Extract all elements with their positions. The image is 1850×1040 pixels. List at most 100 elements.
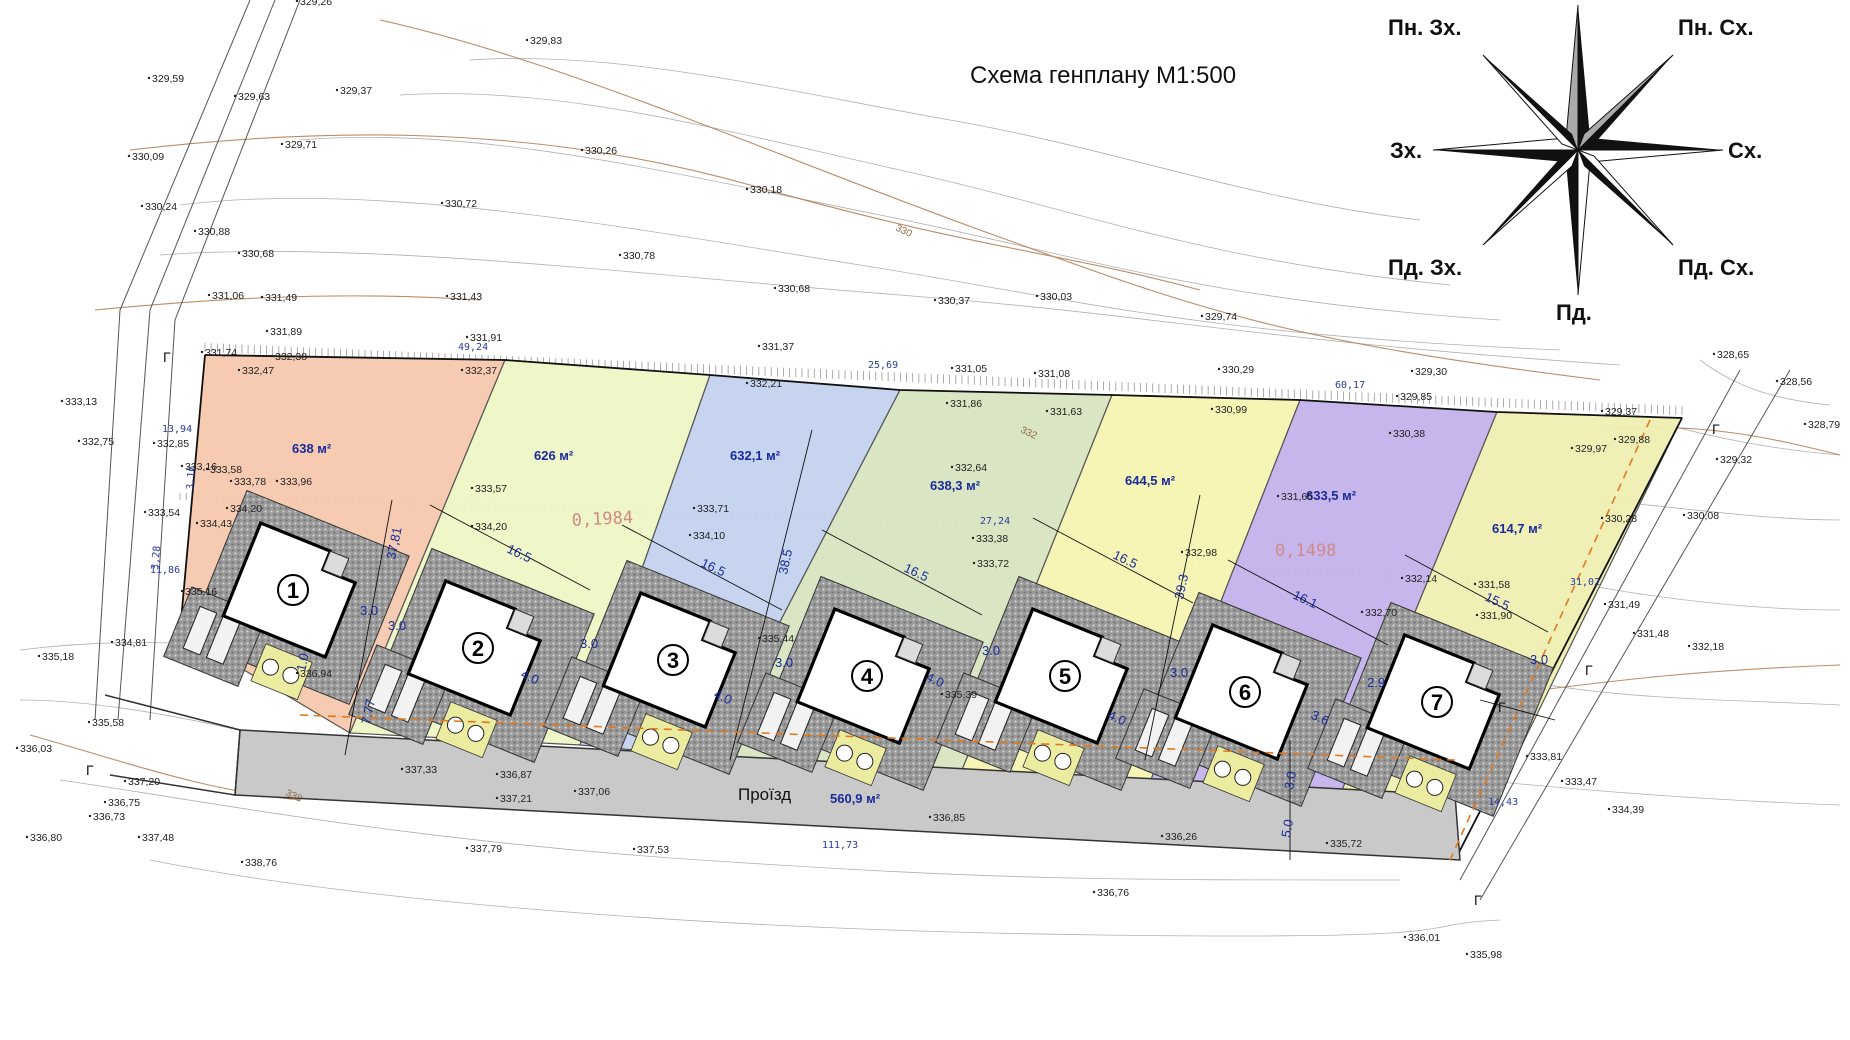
house-number: 7: [1431, 690, 1443, 715]
elevation-point: 329,26: [295, 0, 332, 8]
elevation-dot: [137, 835, 141, 839]
elevation-value: 336,80: [30, 832, 62, 844]
road-label: Проїзд: [738, 785, 791, 804]
elevation-point: 332,14: [1400, 573, 1437, 585]
elevation-point: 335,39: [940, 689, 977, 701]
compass-s: Пд.: [1556, 300, 1592, 325]
elevation-point: 332,64: [950, 462, 987, 474]
elevation-dot: [295, 0, 299, 3]
elevation-value: 331,89: [270, 326, 302, 338]
elevation-point: 333,54: [143, 507, 180, 519]
elevation-dot: [143, 510, 147, 514]
elevation-value: 328,65: [1717, 349, 1749, 361]
elevation-dot: [110, 640, 114, 644]
elevation-value: 331,49: [265, 292, 297, 304]
elevation-dot: [692, 506, 696, 510]
elevation-point: 335,58: [87, 717, 124, 729]
car-icon: [562, 675, 598, 726]
setback-dim: 2.9: [1367, 675, 1385, 690]
elevation-value: 333,78: [234, 476, 266, 488]
shrub-icon: [856, 752, 874, 770]
compass-sw: Пд. Зх.: [1388, 255, 1462, 280]
shrub-icon: [1405, 770, 1423, 788]
plot-7-area: 614,7 м²: [1492, 521, 1543, 536]
slope-label: 0,1498: [1275, 541, 1336, 561]
elevation-dot: [1632, 631, 1636, 635]
elevation-dot: [225, 506, 229, 510]
elevation-dot: [470, 524, 474, 528]
elevation-value: 329,74: [1205, 311, 1237, 323]
elevation-point: 328,79: [1803, 419, 1840, 431]
elevation-point: 331,89: [265, 326, 302, 338]
north-boundary: [204, 354, 1683, 419]
elevation-point: 329,74: [1200, 311, 1237, 323]
elevation-dot: [335, 88, 339, 92]
elevation-value: 331,74: [205, 347, 237, 359]
plot-1-area: 638 м²: [292, 441, 332, 456]
elevation-value: 330,99: [1215, 404, 1247, 416]
elevation-value: 330,78: [623, 250, 655, 262]
car-icon: [182, 605, 218, 656]
setback-dim: 3.6: [1309, 707, 1332, 728]
elevation-point: 333,13: [60, 396, 97, 408]
boundary-dim: 13,94: [162, 424, 192, 435]
elevation-point: 330,18: [745, 184, 782, 196]
house-number: 1: [287, 578, 299, 603]
house-1: 1: [163, 489, 410, 706]
elevation-point: 334,81: [110, 637, 147, 649]
boundary-dim: 11,86: [150, 565, 180, 576]
elevation-value: 336,75: [108, 797, 140, 809]
elevation-point: 330,99: [1210, 404, 1247, 416]
elevation-point: 330,26: [580, 145, 617, 157]
elevation-value: 333,58: [210, 464, 242, 476]
elevation-dot: [1712, 352, 1716, 356]
elevation-value: 333,13: [65, 396, 97, 408]
elevation-value: 336,26: [1165, 831, 1197, 843]
elevation-point: 337,79: [465, 843, 502, 855]
elevation-point: 328,56: [1775, 376, 1812, 388]
elevation-point: 331,49: [1603, 599, 1640, 611]
elevation-value: 335,39: [945, 689, 977, 701]
elevation-point: 329,32: [1715, 454, 1752, 466]
elevation-value: 331,91: [470, 332, 502, 344]
elevation-point: 330,68: [773, 283, 810, 295]
elevation-dot: [470, 486, 474, 490]
elevation-point: 331,90: [1475, 610, 1512, 622]
elevation-point: 330,29: [1217, 364, 1254, 376]
elevation-point: 337,48: [137, 832, 174, 844]
elevation-point: 331,05: [950, 363, 987, 375]
depth-dim: 37,81: [383, 526, 404, 561]
elevation-dot: [229, 479, 233, 483]
elevation-point: 329,63: [233, 91, 270, 103]
elevation-dot: [1217, 367, 1221, 371]
frontage-dim: 16.5: [505, 541, 534, 565]
elevation-dot: [1395, 394, 1399, 398]
elevation-value: 329,26: [300, 0, 332, 8]
elevation-dot: [152, 441, 156, 445]
boundary-marker: Г: [1712, 421, 1720, 437]
house-number: 3: [667, 648, 679, 673]
elevation-value: 330,28: [1605, 513, 1637, 525]
boundary-dim: 60,17: [1335, 380, 1365, 391]
elevation-point: 331,49: [260, 292, 297, 304]
elevation-point: 329,30: [1410, 366, 1447, 378]
elevation-value: 337,79: [470, 843, 502, 855]
boundary-marker: Г: [1498, 699, 1506, 715]
elevation-dot: [180, 589, 184, 593]
frontage-dim: 16.1: [1291, 587, 1320, 611]
elevation-point: 331,06: [207, 290, 244, 302]
garden-bed: [250, 643, 313, 701]
shrub-icon: [261, 658, 279, 676]
plot-5-area: 644,5 м²: [1125, 473, 1176, 488]
elevation-point: 332,18: [1687, 641, 1724, 653]
compass-se: Пд. Сх.: [1678, 255, 1754, 280]
elevation-point: 329,85: [1395, 391, 1432, 403]
elevation-value: 329,71: [285, 139, 317, 151]
elevation-value: 330,09: [132, 151, 164, 163]
elevation-value: 331,06: [212, 290, 244, 302]
house-number-badge: [277, 574, 309, 606]
elevation-point: 333,81: [1525, 751, 1562, 763]
elevation-dot: [940, 692, 944, 696]
